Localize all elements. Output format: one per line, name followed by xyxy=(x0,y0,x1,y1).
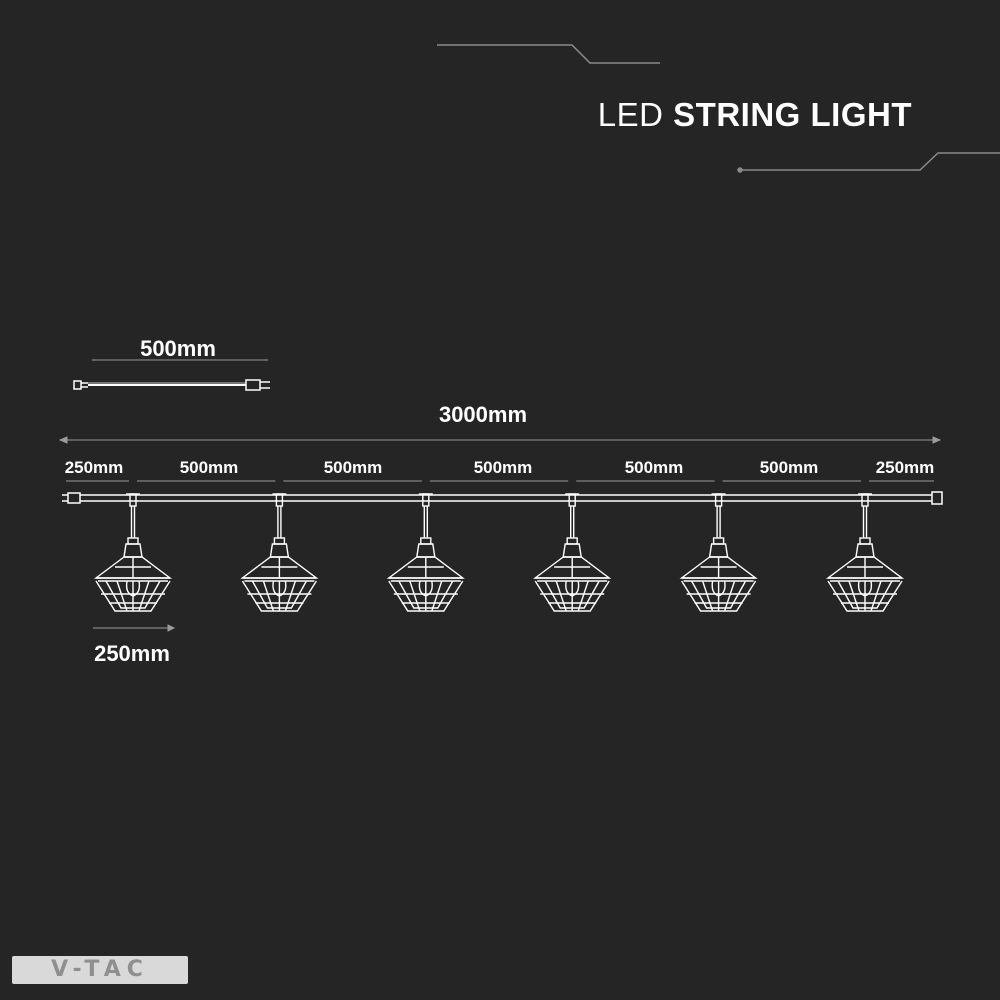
segment-label-1: 250mm xyxy=(64,458,124,477)
shade-width-dimension xyxy=(93,624,176,632)
lamp-5 xyxy=(679,493,758,612)
lamps-group xyxy=(93,493,905,612)
cable-socket-end xyxy=(73,380,82,390)
lamp-3 xyxy=(386,493,465,612)
title-bold: STRING LIGHT xyxy=(673,96,912,133)
total-length-label: 3000mm xyxy=(438,402,528,427)
logo-text: V-TAC xyxy=(51,957,149,982)
string-plug-end xyxy=(67,492,81,504)
segment-label-5: 500mm xyxy=(624,458,684,477)
lamp-6 xyxy=(825,493,905,612)
string-socket-end xyxy=(931,491,943,505)
extension-cable xyxy=(73,359,270,391)
segment-label-3: 500mm xyxy=(323,458,383,477)
cable-length-label: 500mm xyxy=(140,336,216,361)
cable-plug xyxy=(245,379,261,391)
lamp-4 xyxy=(533,493,612,612)
segment-label-7: 250mm xyxy=(875,458,935,477)
string-wire xyxy=(62,491,943,505)
segment-label-4: 500mm xyxy=(473,458,533,477)
total-dimension-line xyxy=(58,436,942,444)
title-decoration xyxy=(437,44,1000,173)
segment-label-2: 500mm xyxy=(179,458,239,477)
lamp-1 xyxy=(93,493,173,612)
page-title: LED STRING LIGHT xyxy=(598,96,912,134)
v-tac-logo: V-TAC xyxy=(12,956,188,984)
title-regular: LED xyxy=(597,96,664,133)
segment-label-6: 500mm xyxy=(759,458,819,477)
lamp-2 xyxy=(240,493,319,612)
shade-width-label: 250mm xyxy=(94,641,170,666)
